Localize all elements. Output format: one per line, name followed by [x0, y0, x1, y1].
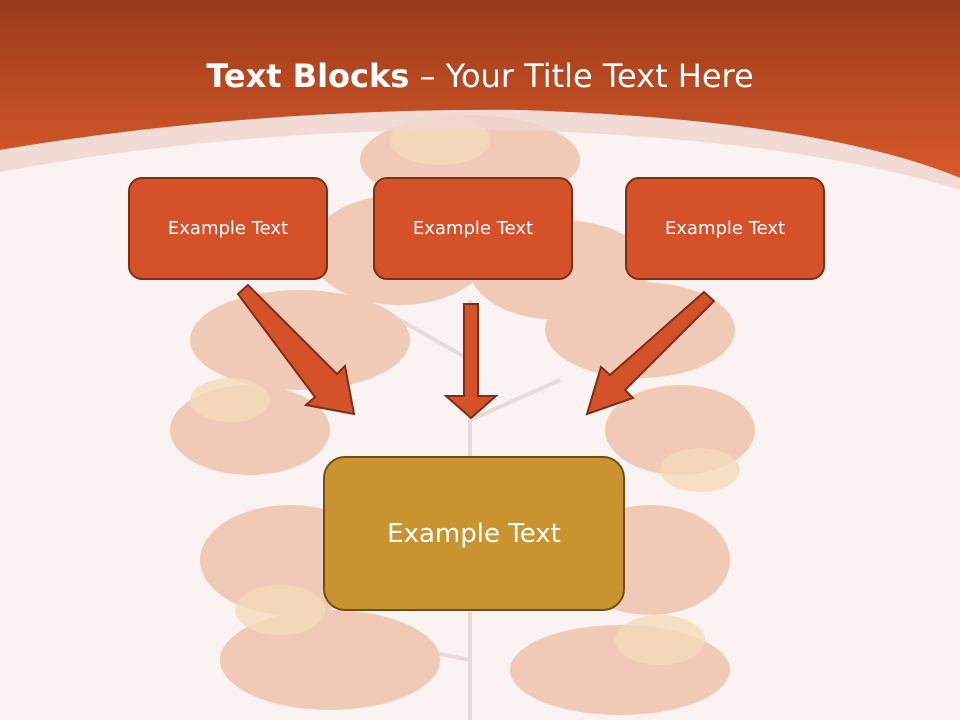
- text-block-2[interactable]: Example Text: [373, 177, 573, 280]
- slide-title: Text Blocks – Your Title Text Here: [0, 52, 960, 100]
- target-text-block[interactable]: Example Text: [323, 456, 625, 611]
- title-bold: Text Blocks: [206, 57, 410, 95]
- text-block-2-label: Example Text: [412, 218, 534, 239]
- text-block-1-label: Example Text: [167, 218, 289, 239]
- target-text-block-label: Example Text: [387, 518, 561, 549]
- title-rest: – Your Title Text Here: [409, 57, 754, 95]
- header-swoosh: [0, 109, 960, 190]
- header-band: [0, 0, 960, 178]
- text-block-3[interactable]: Example Text: [625, 177, 825, 280]
- text-block-3-label: Example Text: [664, 218, 786, 239]
- text-block-1[interactable]: Example Text: [128, 177, 328, 280]
